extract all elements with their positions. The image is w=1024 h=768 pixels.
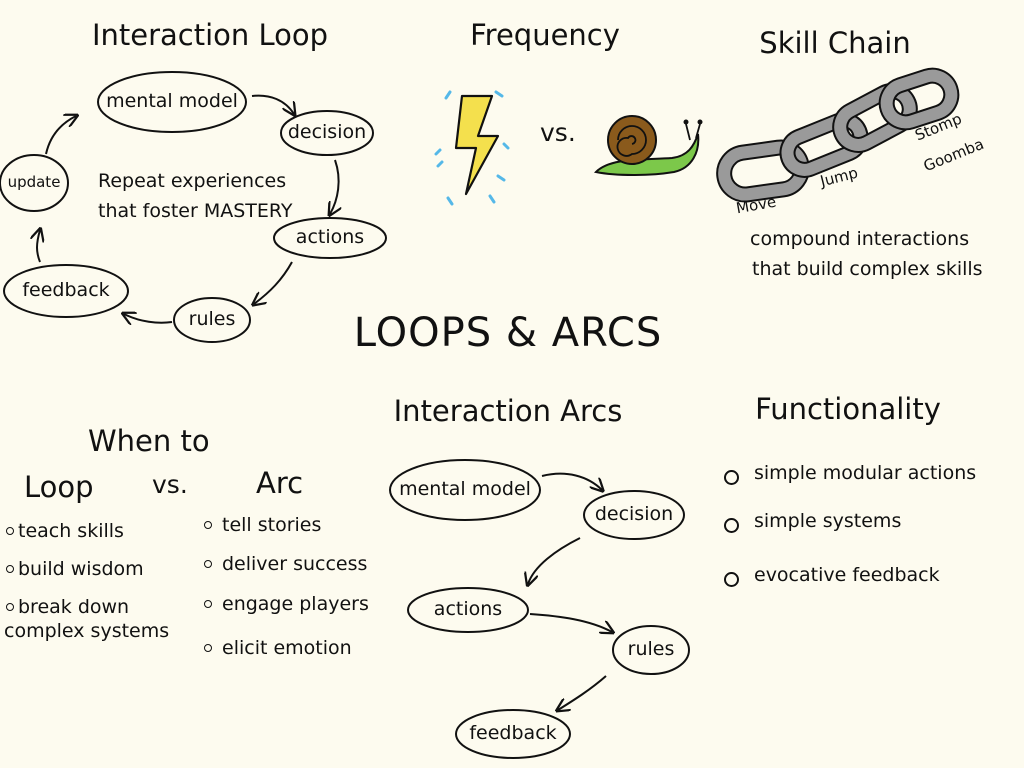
loop-arrow-2 (330, 159, 339, 214)
arc-label-actions: actions (433, 598, 503, 620)
loop-note-line2: that foster MASTERY (98, 200, 293, 222)
chain-link-jump (779, 112, 869, 178)
when-to-arc-label: Arc (256, 466, 304, 500)
arc-arrow-4 (558, 675, 607, 710)
loop-item-3: break down (18, 596, 130, 618)
chain-link-goomba (878, 67, 960, 131)
loop-arrow-3 (254, 261, 293, 304)
loop-label-decision: decision (287, 121, 367, 143)
lightning-bolt-icon (434, 90, 510, 206)
functionality-item-3: evocative feedback (754, 564, 940, 586)
bullet-icon (6, 603, 14, 611)
loop-arrow-6 (45, 116, 76, 155)
loop-label-actions: actions (295, 226, 365, 248)
skill-chain-desc-line2: that build complex skills (752, 258, 983, 280)
bullet-icon (204, 600, 212, 608)
loop-note-line1: Repeat experiences (98, 170, 287, 192)
skill-chain-illustration (716, 67, 960, 203)
interaction-loop-diagram (0, 71, 387, 343)
chain-link-stomp (832, 83, 918, 153)
interaction-loop-title: Interaction Loop (91, 18, 329, 52)
loop-arrow-1 (251, 94, 294, 114)
arc-item-3: engage players (222, 593, 369, 615)
interaction-arcs-title: Interaction Arcs (393, 394, 623, 428)
loop-arrow-5 (37, 230, 40, 263)
functionality-title: Functionality (755, 392, 941, 426)
arc-node-rules (612, 625, 690, 675)
arc-item-4: elicit emotion (222, 637, 352, 659)
loop-node-update (0, 154, 69, 212)
when-to-title: When to (88, 424, 210, 458)
arc-arrow-3 (529, 613, 612, 632)
skill-chain-desc-line1: compound interactions (750, 228, 970, 250)
arc-arrow-1 (541, 472, 602, 490)
when-to-vs: vs. (152, 470, 188, 499)
bullet-icon (204, 521, 212, 529)
loop-label-feedback: feedback (22, 279, 110, 301)
bullet-icon (204, 644, 212, 652)
loop-item-2: build wisdom (18, 558, 144, 580)
when-to-loop-label: Loop (24, 470, 94, 504)
loop-label-mental-model: mental model (106, 90, 238, 112)
arc-label-feedback: feedback (469, 722, 557, 744)
arc-node-decision (583, 490, 685, 540)
arc-item-1: tell stories (222, 514, 322, 536)
bullet-icon (6, 565, 14, 573)
arc-label-decision: decision (594, 503, 674, 525)
functionality-item-1: simple modular actions (754, 462, 977, 484)
loop-item-1: teach skills (18, 520, 124, 542)
arc-arrow-2 (528, 537, 581, 584)
checkbox-icon (724, 572, 739, 587)
loop-node-rules (173, 297, 251, 343)
functionality-item-2: simple systems (754, 510, 902, 532)
page-title: LOOPS & ARCS (353, 310, 663, 356)
skill-chain-title: Skill Chain (759, 26, 911, 60)
loop-node-feedback (3, 264, 129, 318)
loop-node-mental-model (97, 71, 247, 133)
checkbox-icon (724, 518, 739, 533)
bullet-icon (204, 560, 212, 568)
loop-node-decision (280, 110, 374, 156)
frequency-vs: vs. (540, 118, 576, 147)
loop-label-rules: rules (188, 308, 236, 330)
loop-arrow-4 (124, 314, 173, 323)
interaction-arcs-diagram (389, 459, 690, 759)
checkbox-icon (724, 470, 739, 485)
arc-node-actions (407, 587, 529, 633)
loop-label-update: update (7, 173, 61, 191)
arc-label-mental-model: mental model (399, 478, 531, 500)
bullet-icon (6, 527, 14, 535)
snail-icon (593, 115, 703, 176)
arc-item-2: deliver success (222, 553, 368, 575)
loop-item-3-cont: complex systems (4, 620, 170, 642)
arc-node-mental-model (389, 459, 541, 521)
frequency-title: Frequency (470, 18, 620, 52)
arc-label-rules: rules (627, 638, 675, 660)
arc-node-feedback (455, 709, 571, 759)
